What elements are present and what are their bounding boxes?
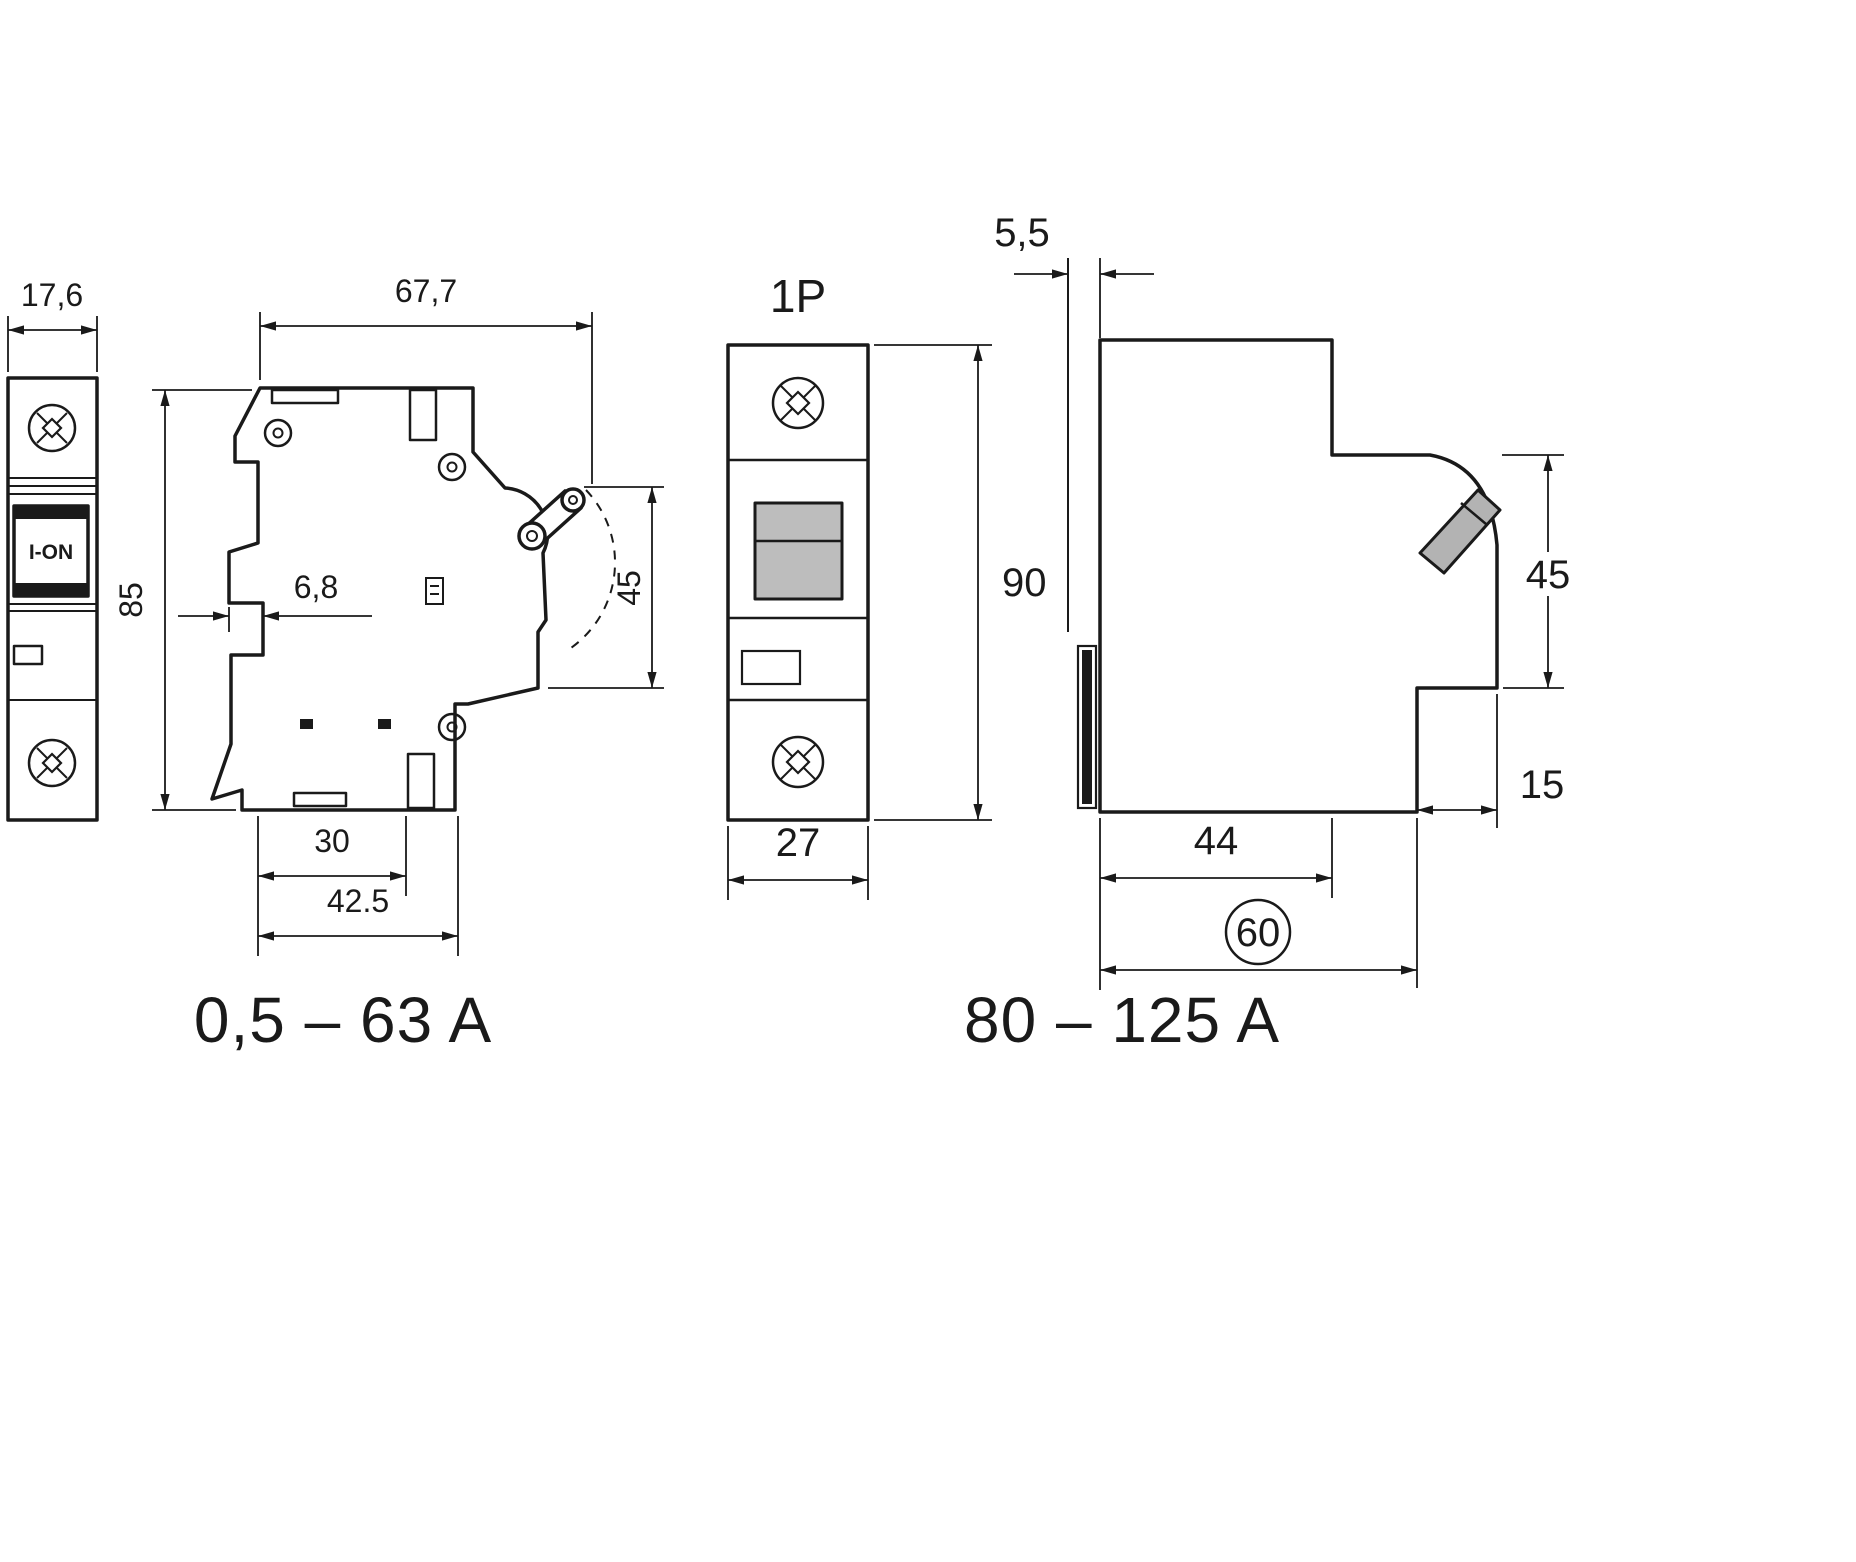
bottom-vent-slot: [292, 791, 348, 808]
extension-lines: [1502, 454, 1564, 689]
dim-label-depth: 67,7: [395, 273, 457, 309]
screw-top-icon: [771, 376, 825, 430]
dim-label-din-center: 30: [314, 823, 350, 859]
dim-label-total-depth: 60: [1236, 911, 1281, 955]
small-breaker-caption: 0,5 – 63 A: [194, 984, 492, 1056]
toggle-switch: [753, 501, 844, 601]
extension-lines: [7, 316, 98, 372]
dim-depth-67-7: 67,7: [259, 273, 593, 484]
dim-label-lever-zone: 45: [611, 570, 647, 606]
lever-pivot-circle: [517, 521, 547, 551]
rivet-circle: [263, 418, 293, 448]
pole-count-label: 1P: [770, 270, 826, 322]
small-breaker-group: I-ON 17,6: [6, 273, 664, 1056]
screw-circle: [771, 376, 825, 430]
rivet-dot: [446, 461, 458, 473]
dim-label-width: 17,6: [21, 277, 83, 313]
rating-label-window: [740, 649, 802, 686]
dim-label-height: 85: [113, 582, 149, 618]
label-backing: [1522, 552, 1574, 596]
lever-pivot-dot: [526, 530, 538, 542]
toggle-label: I-ON: [29, 541, 73, 564]
center-marking: [425, 577, 444, 605]
marking-frame: [425, 577, 444, 605]
case-seam-lines: [8, 603, 97, 701]
breaker-side-outline: [210, 386, 550, 812]
screw-bottom-icon: [771, 735, 825, 789]
section-lines: [728, 458, 868, 702]
screw-top-icon: [27, 403, 77, 453]
rivet-dot: [446, 721, 458, 733]
screw-circle: [771, 735, 825, 789]
extension-lines: [152, 389, 252, 811]
dim-width-17-6: 17,6: [7, 277, 98, 372]
dim-height-90: 90: [874, 344, 1047, 821]
lever-tip-circle: [560, 487, 586, 513]
screw-center: [785, 749, 811, 775]
dim-label-height: 90: [1002, 561, 1047, 605]
dim-lever-zone-45: 45: [548, 486, 664, 689]
screw-circle: [27, 738, 77, 788]
dim-label-base-depth: 44: [1194, 819, 1239, 863]
label-window: [12, 644, 44, 666]
front-view-small: I-ON 17,6: [6, 277, 99, 822]
toggle-lever: [1418, 488, 1502, 575]
marking-lines: [430, 585, 439, 595]
screw-bottom-icon: [27, 738, 77, 788]
top-terminal-slot: [408, 388, 438, 442]
dim-total-depth-60: 60: [1100, 818, 1418, 988]
dim-rail-offset-6-8: 6,8: [178, 569, 372, 632]
lever-tip-line: [1460, 502, 1487, 525]
lever-travel-arc: [567, 489, 616, 651]
screw-center: [41, 417, 63, 439]
dim-base-depth-44: 44: [1099, 818, 1333, 990]
large-breaker-group: 1P 90 27: [726, 211, 1574, 1056]
dim-front-step-15: 15: [1417, 694, 1564, 828]
dim-base-depth-42-5: 42.5: [258, 816, 459, 956]
extension-lines: [874, 344, 992, 821]
dim-label-rail-offset: 6,8: [294, 569, 338, 605]
dim-circle-frame: [1224, 898, 1292, 966]
bottom-terminal-slot: [406, 752, 436, 810]
rivet-circle: [437, 712, 467, 742]
large-breaker-caption: 80 – 125 A: [964, 984, 1280, 1056]
toggle-bottom-bar: [14, 583, 88, 596]
front-view-1p: 1P 90 27: [726, 270, 1047, 900]
extension-lines: [1099, 818, 1333, 990]
dim-label-rail-offset: 5,5: [994, 211, 1050, 255]
terminal-stripe-lines: [8, 477, 97, 495]
rivet-dot: [272, 427, 284, 439]
dim-lever-zone-45: 45: [1502, 454, 1574, 689]
dim-rail-offset-5-5: 5,5: [994, 211, 1154, 632]
dim-label-front-step: 15: [1520, 763, 1565, 807]
side-view-small: 67,7 85 6,8 45 30: [113, 273, 664, 956]
top-vent-slot: [270, 388, 340, 405]
breaker-side-outline: [1098, 338, 1499, 814]
screw-center: [41, 752, 63, 774]
din-rail-fill: [1082, 650, 1092, 804]
dim-label-lever-zone: 45: [1526, 553, 1571, 597]
dim-label-base-depth: 42.5: [327, 883, 389, 919]
rivet-circle: [437, 452, 467, 482]
bottom-latch-slot: [300, 719, 313, 729]
extension-lines: [727, 826, 869, 900]
lever-tip-dot: [568, 495, 578, 505]
screw-circle: [27, 403, 77, 453]
side-view-large: 5,5 45 15 44 60: [994, 211, 1574, 990]
rivet-icons: [263, 418, 547, 742]
dim-height-85: 85: [113, 389, 252, 811]
screw-center: [785, 390, 811, 416]
dim-width-27: 27: [727, 821, 869, 900]
breaker-body-outline: [6, 376, 99, 822]
bottom-latch-slot-2: [378, 719, 391, 729]
extension-lines: [259, 312, 593, 484]
dim-label-width: 27: [776, 821, 821, 865]
toggle-top-bar: [14, 506, 88, 519]
breaker-body-outline: [726, 343, 870, 822]
